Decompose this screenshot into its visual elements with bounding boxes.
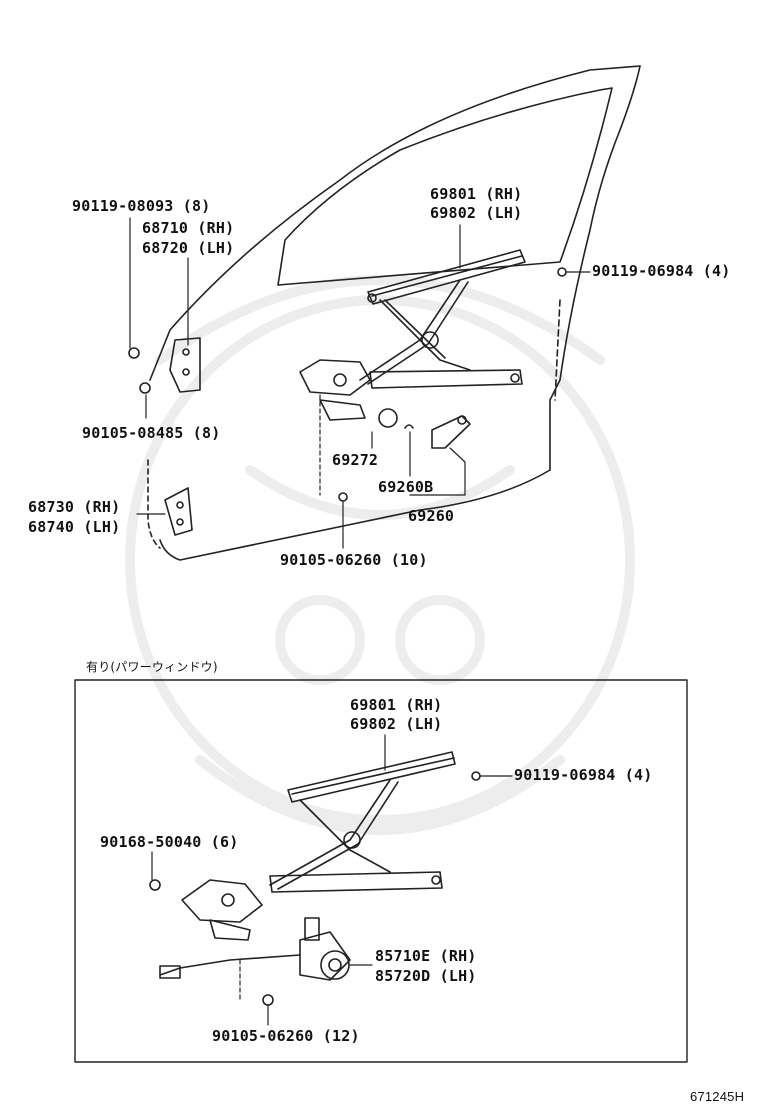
door-outline <box>147 65 641 561</box>
window-regulator-upper <box>299 249 526 421</box>
regulator-handle-parts <box>378 408 471 449</box>
leader-lines-upper <box>129 217 591 549</box>
label-bolt-right: 90119-06984 (4) <box>592 262 731 280</box>
label-lower-regulator-lh: 69802 (LH) <box>350 715 443 733</box>
hinges-upper <box>128 267 567 536</box>
label-hinge-lower-rh: 68730 (RH) <box>28 498 121 516</box>
label-lower-regulator-rh: 69801 (RH) <box>350 696 443 714</box>
figure-reference: 671245H <box>690 1089 745 1104</box>
label-motor-lh: 85720D (LH) <box>375 967 477 985</box>
label-lower-bolt-bottom: 90105-06260 (12) <box>212 1027 360 1045</box>
label-bolt-hinge: 90105-08485 (8) <box>82 424 221 442</box>
label-bolt-bottom: 90105-06260 (10) <box>280 551 428 569</box>
label-regulator-rh: 69801 (RH) <box>430 185 523 203</box>
label-motor-rh: 85710E (RH) <box>375 947 477 965</box>
label-69260: 69260 <box>408 507 455 525</box>
label-hinge-lower-lh: 68740 (LH) <box>28 518 121 536</box>
window-motor <box>159 917 351 981</box>
label-lower-bolt-left: 90168-50040 (6) <box>100 833 239 851</box>
power-window-caption: 有り(パワーウィンドウ) <box>86 660 218 674</box>
label-lower-bolt-right: 90119-06984 (4) <box>514 766 653 784</box>
window-regulator-lower <box>181 751 456 941</box>
label-bolt-top-left: 90119-08093 (8) <box>72 197 211 215</box>
label-69260b: 69260B <box>378 478 434 496</box>
label-hinge-upper-rh: 68710 (RH) <box>142 219 235 237</box>
label-hinge-upper-lh: 68720 (LH) <box>142 239 235 257</box>
label-69272: 69272 <box>332 451 379 469</box>
power-window-box <box>74 679 688 1063</box>
label-regulator-lh: 69802 (LH) <box>430 204 523 222</box>
leader-lines-lower <box>151 734 513 1026</box>
